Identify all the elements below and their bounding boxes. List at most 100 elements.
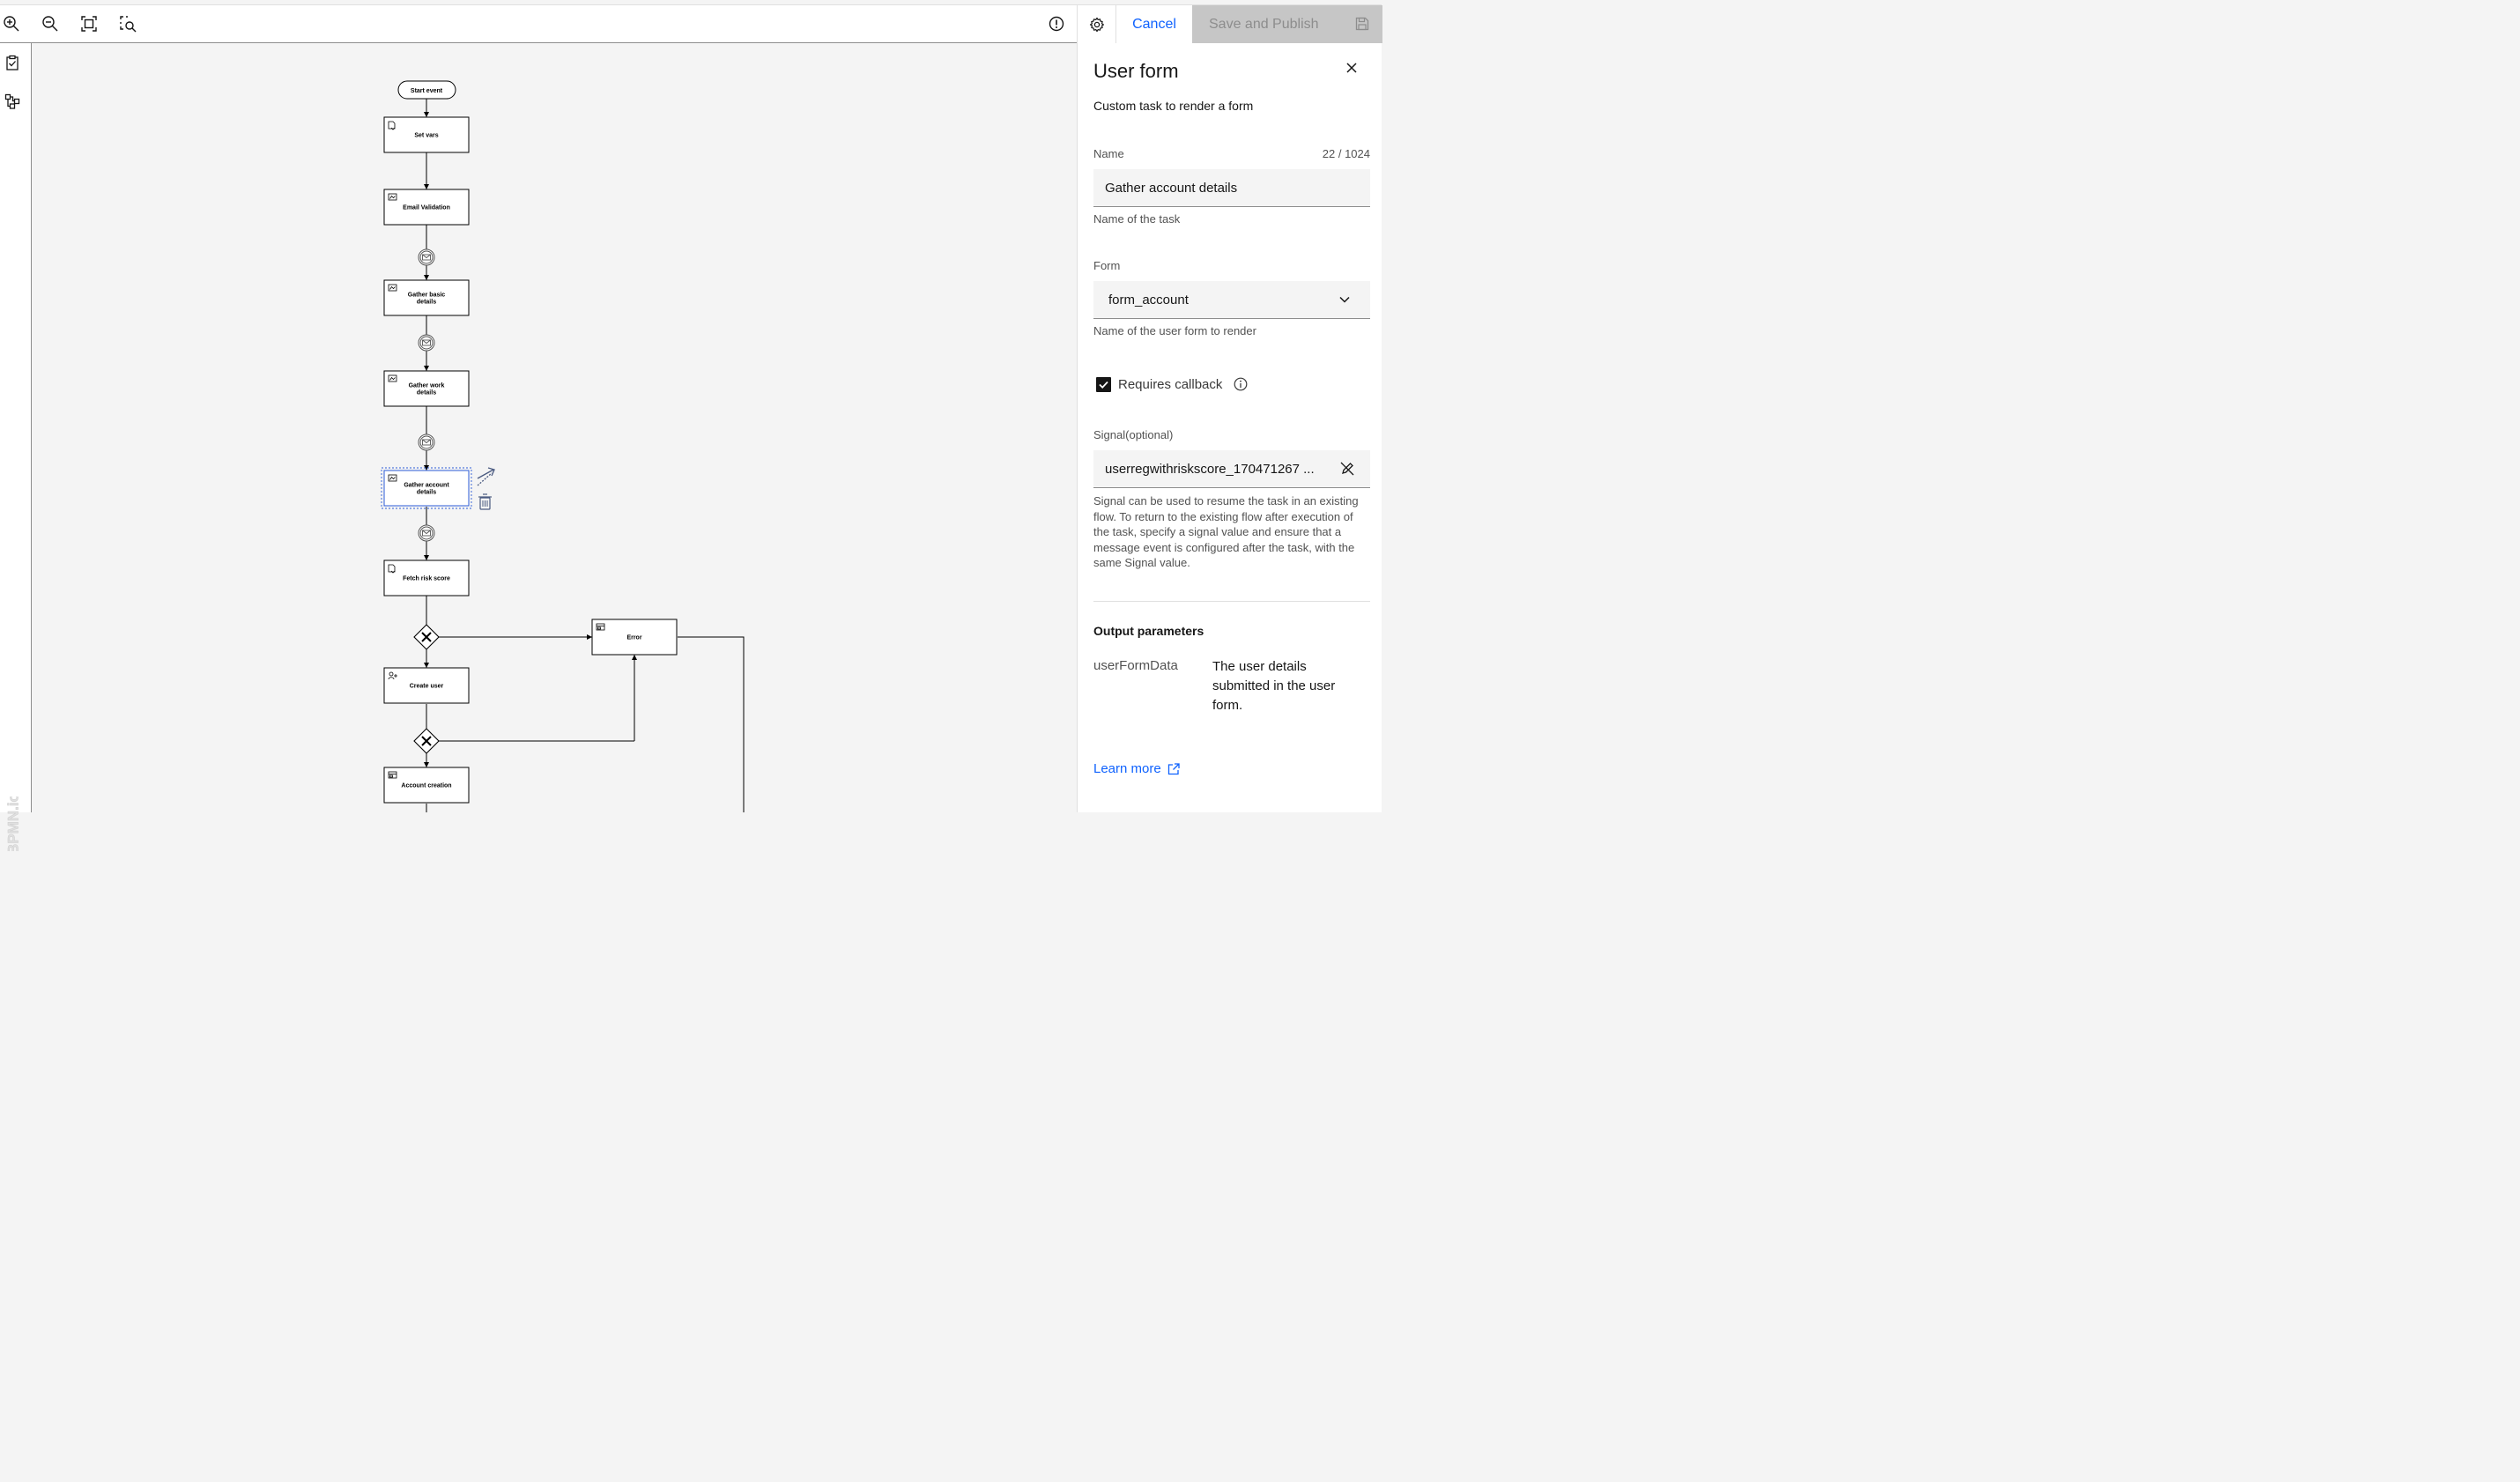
table-task-icon <box>388 771 397 779</box>
user-task-icon <box>388 671 397 680</box>
signal-helper-text: Signal can be used to resume the task in… <box>1093 494 1359 570</box>
save-icon <box>1355 17 1369 31</box>
flow-structure-icon <box>4 93 20 109</box>
task-create-user[interactable]: Create user <box>383 667 470 704</box>
task-box <box>383 767 470 804</box>
task-box <box>383 370 470 407</box>
task-box <box>383 116 470 153</box>
fit-to-screen-button[interactable] <box>71 5 107 42</box>
flow-structure-button[interactable] <box>0 89 25 114</box>
zoom-area-icon <box>120 16 137 33</box>
form-task-icon <box>388 374 397 382</box>
zoom-in-button[interactable] <box>0 5 29 42</box>
task-email-validation[interactable]: Email Validation <box>383 189 470 226</box>
task-account-creation[interactable]: Account creation <box>383 767 470 804</box>
requires-callback-checkbox[interactable] <box>1096 377 1111 392</box>
fit-to-screen-icon <box>81 16 97 32</box>
form-select[interactable]: form_account <box>1093 281 1370 319</box>
output-param-description: The user details submitted in the user f… <box>1212 659 1336 713</box>
save-and-publish-button[interactable]: Save and Publish <box>1192 5 1382 43</box>
task-label: Fetch risk score <box>403 576 450 582</box>
close-icon[interactable] <box>1342 58 1361 78</box>
clear-pencil-icon[interactable] <box>1339 461 1355 477</box>
zoom-out-button[interactable] <box>33 5 68 42</box>
bpmn-io-logo: BPMN.io <box>4 797 22 851</box>
section-divider <box>1093 601 1370 602</box>
task-label: Set vars <box>414 133 438 139</box>
name-field-label: Name <box>1093 147 1124 160</box>
form-helper-text: Name of the user form to render <box>1093 324 1256 337</box>
cancel-button[interactable]: Cancel <box>1132 16 1176 32</box>
task-error[interactable]: Error <box>591 619 678 656</box>
message-event-icon <box>418 334 435 352</box>
start-event-label: Start event <box>411 88 443 94</box>
task-label: Gather basic <box>408 293 446 299</box>
script-task-icon <box>388 564 396 574</box>
trash-icon[interactable] <box>478 493 492 510</box>
task-label: Create user <box>410 684 444 690</box>
learn-more-label: Learn more <box>1093 761 1161 776</box>
properties-panel: User form Custom task to render a form N… <box>1077 43 1382 812</box>
top-strip <box>0 0 1382 5</box>
gear-icon <box>1089 17 1104 32</box>
task-label: Email Validation <box>403 205 450 211</box>
checkmark-icon <box>1099 381 1108 389</box>
message-event-icon <box>418 524 435 542</box>
chevron-down-icon <box>1339 296 1350 303</box>
start-event[interactable]: Start event <box>397 80 456 100</box>
task-fetch-risk[interactable]: Fetch risk score <box>383 559 470 597</box>
form-field-label: Form <box>1093 259 1121 272</box>
exclusive-gateway[interactable] <box>413 624 440 650</box>
zoom-in-icon <box>4 16 19 32</box>
connect-tool-icon[interactable] <box>477 467 495 486</box>
selection-outline <box>381 467 472 509</box>
task-box <box>383 189 470 226</box>
signal-input-value: userregwithriskscore_170471267 ... <box>1105 461 1315 477</box>
save-and-publish-label: Save and Publish <box>1209 16 1319 32</box>
name-input[interactable]: Gather account details <box>1093 169 1370 207</box>
task-label: Gather work <box>409 383 445 389</box>
task-box <box>383 559 470 597</box>
task-label: Account creation <box>401 783 451 789</box>
message-event-icon <box>418 248 435 266</box>
sequence-flows <box>424 99 745 812</box>
canvas-toolbar <box>0 5 1077 43</box>
output-param-name: userFormData <box>1093 658 1178 673</box>
context-pad[interactable] <box>477 467 495 510</box>
warning-icon <box>1049 16 1064 32</box>
warning-button[interactable] <box>1039 5 1074 42</box>
task-box <box>591 619 678 656</box>
learn-more-link[interactable]: Learn more <box>1093 761 1181 776</box>
zoom-out-icon <box>42 16 58 32</box>
name-char-counter: 22 / 1024 <box>1322 147 1370 160</box>
task-label: details <box>417 390 436 396</box>
task-list-button[interactable] <box>0 50 25 75</box>
zoom-area-button[interactable] <box>110 5 145 42</box>
task-box <box>383 279 470 316</box>
form-task-icon <box>388 284 397 292</box>
bpmn-logo-text: BPMN.io <box>5 797 22 851</box>
task-label: details <box>417 300 436 306</box>
task-label: Gather account <box>404 483 449 489</box>
external-link-icon <box>1167 762 1180 774</box>
name-helper-text: Name of the task <box>1093 212 1181 226</box>
exclusive-gateway[interactable] <box>413 728 440 754</box>
panel-header: Cancel Save and Publish <box>1077 5 1382 43</box>
requires-callback-label[interactable]: Requires callback <box>1118 377 1223 392</box>
name-input-value: Gather account details <box>1105 180 1238 196</box>
info-icon[interactable] <box>1234 377 1248 391</box>
task-label: Error <box>626 635 641 641</box>
task-set-vars[interactable]: Set vars <box>383 116 470 153</box>
panel-title: User form <box>1093 60 1179 82</box>
signal-input[interactable]: userregwithriskscore_170471267 ... <box>1093 450 1370 488</box>
task-label: details <box>417 490 436 496</box>
script-task-icon <box>388 121 396 130</box>
left-rail: BPMN.io <box>0 43 32 851</box>
settings-button[interactable] <box>1078 5 1116 43</box>
form-task-icon <box>388 474 397 482</box>
